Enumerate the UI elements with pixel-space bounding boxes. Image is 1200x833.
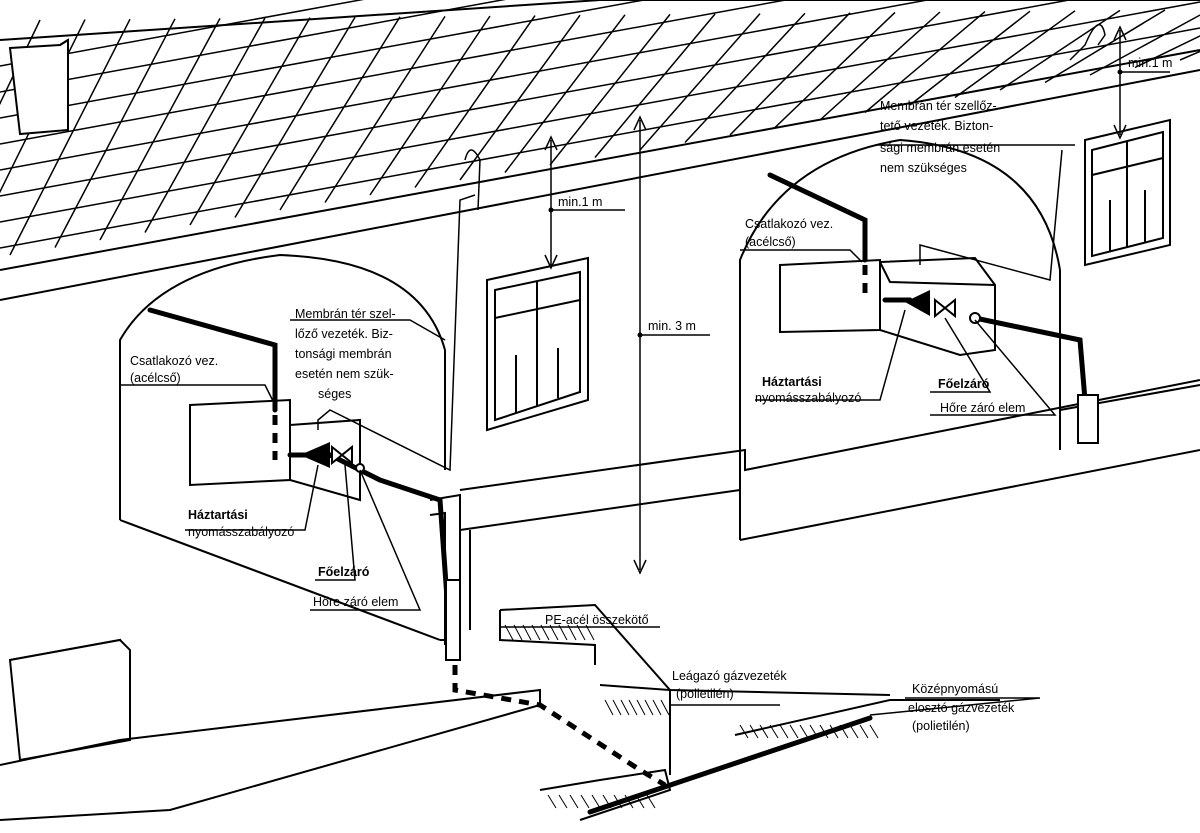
right-arch <box>739 138 1061 470</box>
dimension-lines <box>544 25 1170 575</box>
label-membran-right: Membrán tér szellőz- tető vezeték. Bizto… <box>880 99 1000 175</box>
svg-text:nyomásszabályozó: nyomásszabályozó <box>755 391 861 405</box>
svg-text:(acélcső): (acélcső) <box>745 235 796 249</box>
svg-text:lőző vezeték. Biz-: lőző vezeték. Biz- <box>295 327 393 341</box>
left-meter-assembly <box>147 149 481 661</box>
label-csatlakozo-left: Csatlakozó vez. (acélcső) <box>130 354 218 385</box>
label-min3: min. 3 m <box>648 319 696 333</box>
svg-text:Háztartási: Háztartási <box>762 375 822 389</box>
facade <box>0 69 1200 821</box>
svg-text:Csatlakozó vez.: Csatlakozó vez. <box>130 354 218 368</box>
svg-text:(polietilén): (polietilén) <box>912 719 970 733</box>
left-arch <box>119 253 446 520</box>
label-hore-right: Hőre záró elem <box>940 401 1025 415</box>
svg-text:tonsági membrán: tonsági membrán <box>295 347 392 361</box>
label-kozepnyomasu: Középnyomású elosztó gázvezeték (polieti… <box>908 682 1015 733</box>
label-haztartasi-right: Háztartási nyomásszabályozó <box>755 375 861 405</box>
svg-text:elosztó gázvezeték: elosztó gázvezeték <box>908 701 1015 715</box>
svg-text:Csatlakozó vez.: Csatlakozó vez. <box>745 217 833 231</box>
chimney <box>8 38 69 136</box>
svg-text:tető vezeték. Bizton-: tető vezeték. Bizton- <box>880 119 993 133</box>
svg-text:Membrán tér szel-: Membrán tér szel- <box>295 307 396 321</box>
label-csatlakozo-right: Csatlakozó vez. (acélcső) <box>745 217 833 249</box>
svg-text:esetén nem szük-: esetén nem szük- <box>295 367 394 381</box>
leader-lines <box>120 144 1075 716</box>
svg-text:séges: séges <box>318 387 351 401</box>
label-hore-left: Hőre záró elem <box>313 595 398 609</box>
svg-text:Membrán tér szellőz-: Membrán tér szellőz- <box>880 99 997 113</box>
roof <box>0 0 1200 271</box>
label-membran-left: Membrán tér szel- lőző vezeték. Biz- ton… <box>295 307 396 401</box>
label-min1-left: min.1 m <box>558 195 602 209</box>
label-pe-acel: PE-acél összekötő <box>545 613 649 627</box>
right-meter-assembly <box>767 23 1106 444</box>
text-labels: min.1 m min. 3 m min.1 m Membrán tér sze… <box>130 56 1172 733</box>
trench-hatching <box>504 624 879 809</box>
roof-tile-lines <box>0 0 1200 256</box>
svg-text:nem szükséges: nem szükséges <box>880 161 967 175</box>
svg-text:(acélcső): (acélcső) <box>130 371 181 385</box>
window-right <box>1084 118 1171 267</box>
svg-text:(polietilén): (polietilén) <box>676 687 734 701</box>
svg-text:Háztartási: Háztartási <box>188 508 248 522</box>
trenches <box>452 603 1000 821</box>
window-center <box>486 256 589 432</box>
label-foelzaro-right: Főelzáró <box>938 377 990 391</box>
label-foelzaro-left: Főelzáró <box>318 565 370 579</box>
svg-text:sági membrán esetén: sági membrán esetén <box>880 141 1000 155</box>
label-haztartasi-left: Háztartási nyomásszabályozó <box>188 508 294 539</box>
svg-text:nyomásszabályozó: nyomásszabályozó <box>188 525 294 539</box>
label-min1-right: min.1 m <box>1128 56 1172 70</box>
svg-text:Középnyomású: Középnyomású <box>912 682 998 696</box>
svg-text:Leágazó gázvezeték: Leágazó gázvezeték <box>672 669 787 683</box>
label-leagazo: Leágazó gázvezeték (polietilén) <box>672 669 787 701</box>
